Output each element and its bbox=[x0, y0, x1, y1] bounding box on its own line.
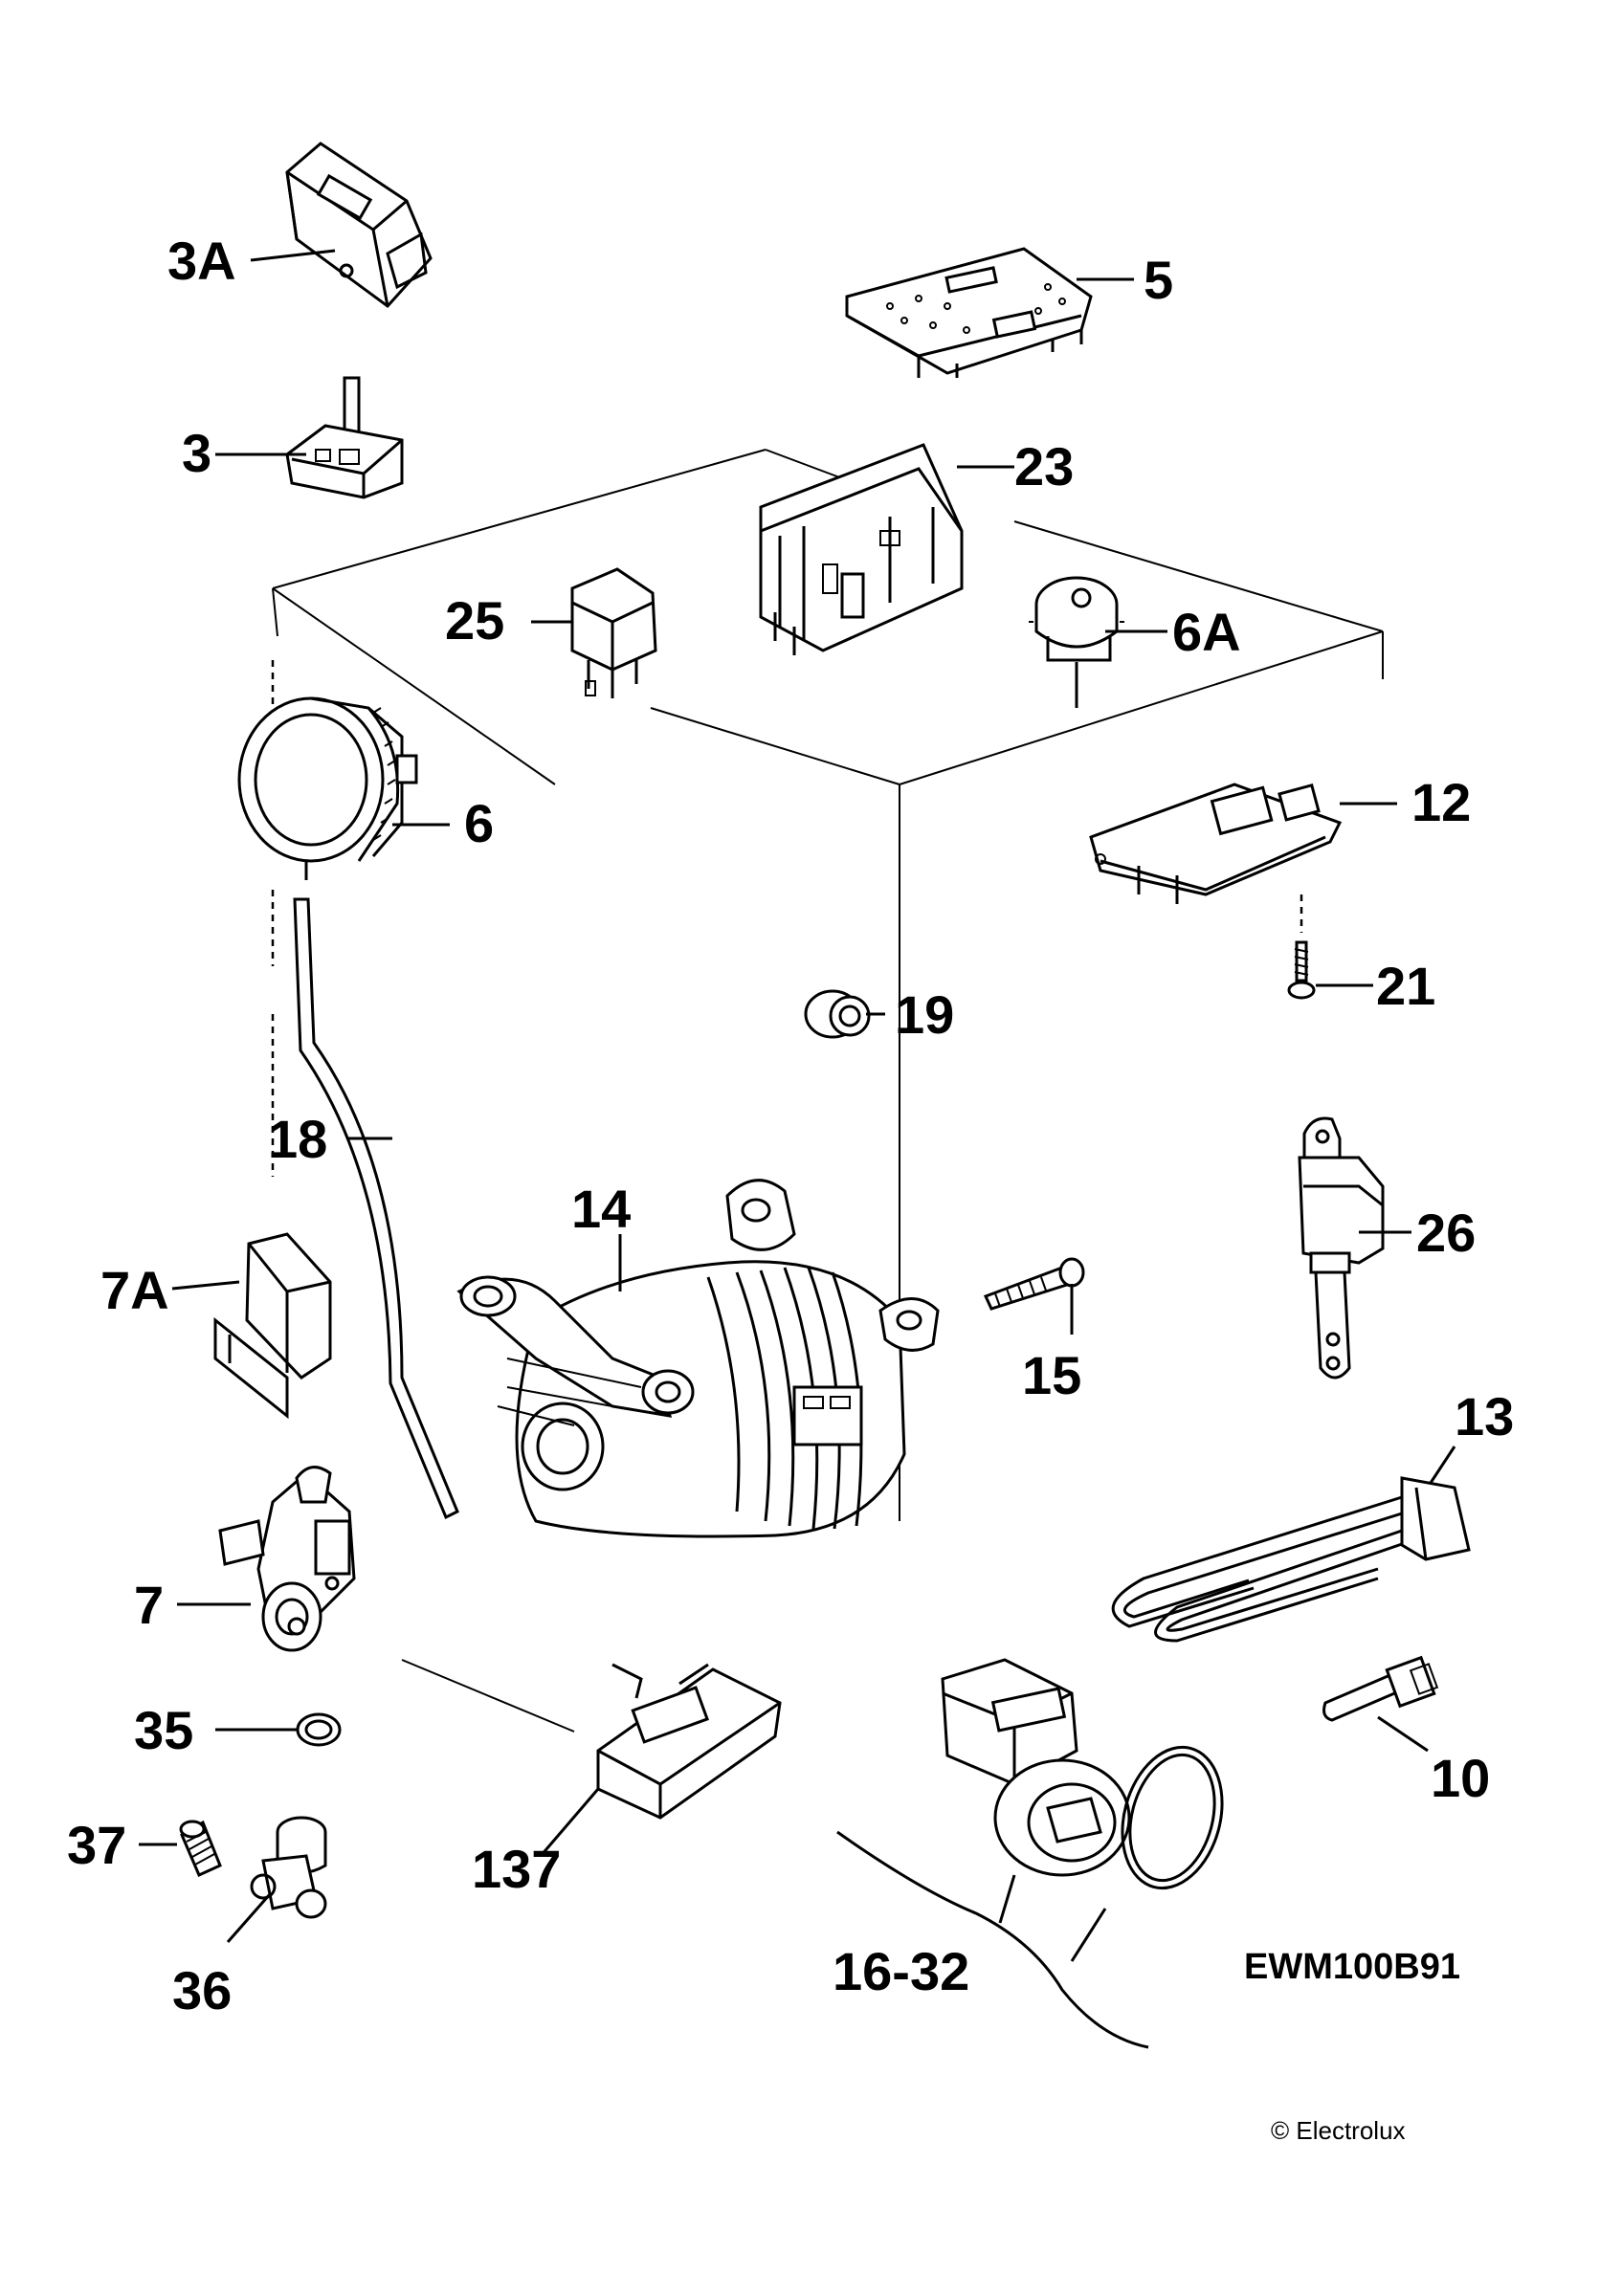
cabinet-outline bbox=[271, 449, 1384, 1733]
part-37-drawing bbox=[179, 1820, 222, 1877]
part-label-6: 6 bbox=[464, 793, 494, 853]
part-label-25: 25 bbox=[445, 590, 504, 651]
part-36-drawing bbox=[250, 1816, 327, 1919]
part-label-14: 14 bbox=[571, 1179, 631, 1239]
part-label-137: 137 bbox=[472, 1839, 561, 1899]
leader-16-32-pump bbox=[998, 1874, 1016, 1924]
part-label-3A: 3A bbox=[167, 231, 236, 291]
part-3-drawing bbox=[285, 376, 404, 499]
part-7A-drawing bbox=[213, 1232, 332, 1420]
part-label-13: 13 bbox=[1455, 1386, 1514, 1446]
part-21-drawing bbox=[1287, 894, 1316, 1000]
part-35-drawing bbox=[296, 1712, 342, 1747]
part-label-23: 23 bbox=[1014, 436, 1074, 497]
part-16-32-drawing bbox=[836, 1658, 1224, 2049]
model-code: EWM100B91 bbox=[1244, 1947, 1460, 1987]
part-19-drawing bbox=[804, 989, 871, 1039]
part-label-6A: 6A bbox=[1172, 602, 1241, 662]
part-label-37: 37 bbox=[67, 1815, 126, 1875]
part-label-12: 12 bbox=[1411, 772, 1471, 832]
part-6-drawing bbox=[237, 696, 418, 880]
part-label-16-32: 16-32 bbox=[833, 1941, 969, 2001]
part-137-drawing bbox=[596, 1663, 782, 1820]
part-6A-drawing bbox=[1029, 576, 1124, 708]
part-label-26: 26 bbox=[1416, 1203, 1476, 1263]
leader-3A bbox=[250, 249, 336, 262]
part-26-drawing bbox=[1298, 1116, 1385, 1380]
part-label-18: 18 bbox=[268, 1109, 327, 1169]
part-18-drawing bbox=[293, 897, 459, 1520]
part-23-drawing bbox=[759, 443, 964, 655]
part-12-drawing bbox=[1089, 783, 1343, 904]
part-label-7A: 7A bbox=[100, 1260, 169, 1320]
part-25-drawing bbox=[570, 567, 657, 698]
part-label-5: 5 bbox=[1144, 250, 1173, 310]
part-label-36: 36 bbox=[172, 1960, 232, 2020]
part-14-drawing bbox=[456, 1179, 940, 1538]
part-label-21: 21 bbox=[1376, 956, 1435, 1016]
leader-137 bbox=[539, 1788, 600, 1857]
part-10-drawing bbox=[1322, 1655, 1439, 1722]
leader-16-32-seal bbox=[1070, 1908, 1107, 1962]
part-7-drawing bbox=[218, 1466, 356, 1652]
part-3A-drawing bbox=[285, 142, 433, 309]
leader-13 bbox=[1429, 1446, 1456, 1484]
leader-36 bbox=[226, 1893, 272, 1943]
part-13-drawing bbox=[1111, 1476, 1471, 1643]
part-label-19: 19 bbox=[895, 984, 954, 1045]
part-15-drawing bbox=[983, 1257, 1085, 1311]
part-label-35: 35 bbox=[134, 1700, 193, 1760]
part-label-3: 3 bbox=[182, 423, 211, 483]
copyright-notice: © Electrolux bbox=[1271, 2116, 1406, 2145]
part-5-drawing bbox=[845, 247, 1093, 378]
part-label-7: 7 bbox=[134, 1575, 164, 1635]
leader-7A bbox=[171, 1280, 240, 1291]
part-label-10: 10 bbox=[1431, 1748, 1490, 1808]
part-label-15: 15 bbox=[1022, 1345, 1081, 1405]
leader-10 bbox=[1377, 1715, 1429, 1753]
